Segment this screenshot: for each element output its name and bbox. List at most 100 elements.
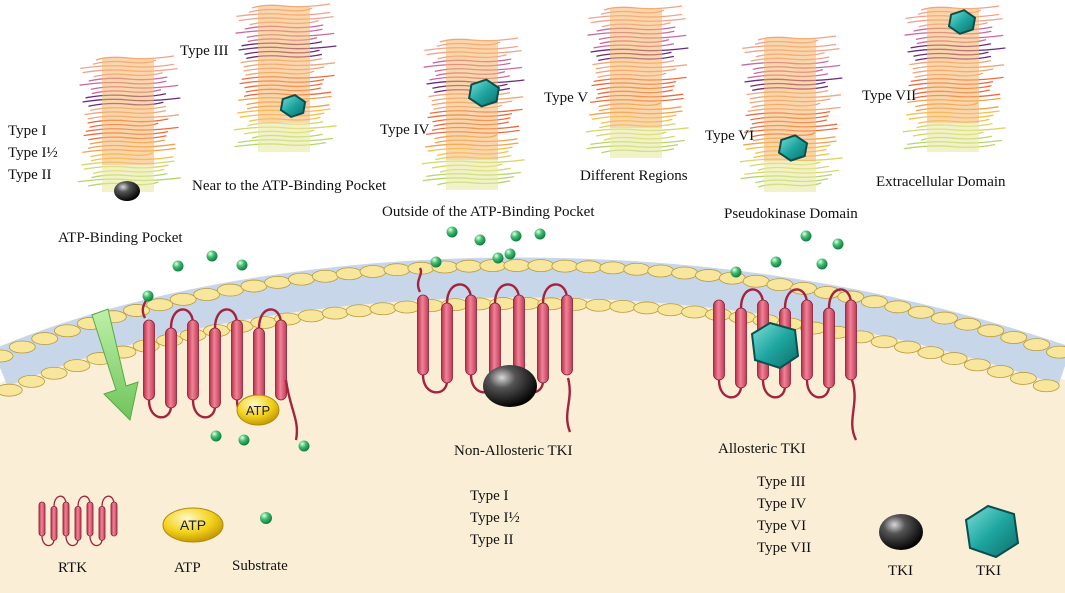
- lipid-head: [1000, 331, 1028, 344]
- rtk-tail: [416, 267, 423, 293]
- non-allosteric-tki: [483, 365, 537, 407]
- lipid-heads: [0, 259, 1065, 397]
- lipid-head: [963, 358, 991, 372]
- rtk-helix: [62, 501, 70, 537]
- lipid-head: [609, 300, 637, 313]
- lipid-head: [931, 311, 958, 325]
- label-type-vii: Type VII: [862, 88, 916, 104]
- substrate-dot: [770, 256, 782, 268]
- rtk-helix: [187, 319, 199, 401]
- lipid-head: [264, 275, 292, 289]
- label-pseudokinase: Pseudokinase Domain: [724, 206, 858, 222]
- tki-hex-type-vi: [777, 134, 809, 162]
- substrate-dot: [142, 290, 154, 302]
- lipid-head: [18, 375, 45, 388]
- rtk-loop: [41, 495, 115, 547]
- substrate-dot: [446, 226, 458, 238]
- kinase-core-lower: [446, 160, 498, 190]
- substrate-dot: [430, 256, 442, 268]
- kinase-type-i: [77, 55, 181, 192]
- substrate-dot: [238, 434, 250, 446]
- allosteric-tki: [750, 321, 800, 370]
- lipid-head: [954, 317, 982, 331]
- legend-atp-icon-label: ATP: [180, 517, 206, 533]
- rtk-helix: [74, 505, 82, 541]
- lipid-head: [311, 269, 339, 283]
- lipid-head: [455, 259, 483, 273]
- substrate-dot: [800, 230, 812, 242]
- lipid-head: [369, 302, 397, 316]
- tki-black-type-i: [114, 181, 140, 201]
- lipid-head: [575, 260, 603, 274]
- substrate-dot: [832, 238, 844, 250]
- legend-tki-hex-icon: [964, 504, 1020, 559]
- legend-tki-black-label: TKI: [888, 563, 913, 579]
- left-type-2: Type I½: [470, 510, 520, 526]
- kinase-core: [610, 8, 662, 128]
- kinase-core-lower: [764, 161, 816, 192]
- kinase-type-iv: [421, 37, 525, 190]
- lipid-head: [321, 306, 349, 320]
- lipid-head: [31, 332, 59, 345]
- substrate-dot: [730, 266, 742, 278]
- rtk-helix: [417, 294, 429, 376]
- right-type-3: Type VI: [757, 518, 806, 534]
- lipid-head: [884, 300, 912, 314]
- lipid-head: [1032, 379, 1060, 393]
- label-allosteric: Allosteric TKI: [718, 441, 806, 457]
- lipid-head: [297, 309, 325, 323]
- legend-substrate-icon: [260, 512, 272, 524]
- tki-hex-type-iii: [279, 93, 307, 119]
- atp-molecule: [236, 394, 280, 426]
- rtk-helix: [465, 294, 477, 376]
- rtk-tail: [565, 377, 572, 433]
- lipid-head: [503, 259, 531, 272]
- lipid-head: [977, 324, 1005, 338]
- lipid-head: [1023, 338, 1051, 352]
- label-extracellular: Extracellular Domain: [876, 174, 1006, 190]
- substrate-dot: [504, 248, 516, 260]
- legend-atp-icon: [162, 507, 224, 543]
- rtk-helix: [50, 505, 58, 541]
- label-different-regions: Different Regions: [580, 168, 688, 184]
- lipid-head: [146, 298, 174, 312]
- label-type-iii: Type III: [180, 43, 229, 59]
- lipid-head: [657, 303, 685, 317]
- rtk-left: [143, 308, 287, 419]
- substrate-dot: [206, 250, 218, 262]
- lipid-head: [695, 269, 722, 282]
- lipid-head: [742, 274, 770, 288]
- rtk-helix: [98, 505, 106, 541]
- right-type-2: Type IV: [757, 496, 807, 512]
- rtk-middle: [417, 283, 573, 394]
- rtk-helix: [110, 501, 118, 537]
- lipid-head: [169, 292, 197, 306]
- rtk-helix: [209, 327, 221, 409]
- lipid-head: [633, 301, 661, 315]
- substrate-dot: [510, 230, 522, 242]
- lipid-head: [585, 298, 613, 312]
- lipid-head: [359, 265, 387, 278]
- kinase-core-lower: [610, 128, 662, 158]
- substrate-dot: [474, 234, 486, 246]
- lipid-head: [393, 300, 421, 314]
- lipid-head: [623, 262, 651, 276]
- lipid-head: [54, 324, 81, 338]
- rtk-helix: [801, 299, 813, 381]
- lipid-head: [216, 283, 244, 297]
- lipid-head: [345, 304, 373, 318]
- lipid-head: [335, 267, 363, 281]
- lipid-head: [0, 383, 23, 397]
- lipid-head: [8, 340, 36, 354]
- kinase-type-iii: [233, 3, 337, 152]
- lipid-head: [40, 366, 68, 380]
- label-non-allosteric: Non-Allosteric TKI: [454, 443, 572, 459]
- legend-substrate-label: Substrate: [232, 558, 288, 574]
- legend-rtk-label: RTK: [58, 560, 87, 576]
- lipid-head: [986, 365, 1014, 378]
- lipid-head: [193, 288, 221, 301]
- label-near-pocket: Near to the ATP-Binding Pocket: [192, 178, 387, 194]
- right-type-4: Type VII: [757, 540, 811, 556]
- substrate-dot: [298, 440, 310, 452]
